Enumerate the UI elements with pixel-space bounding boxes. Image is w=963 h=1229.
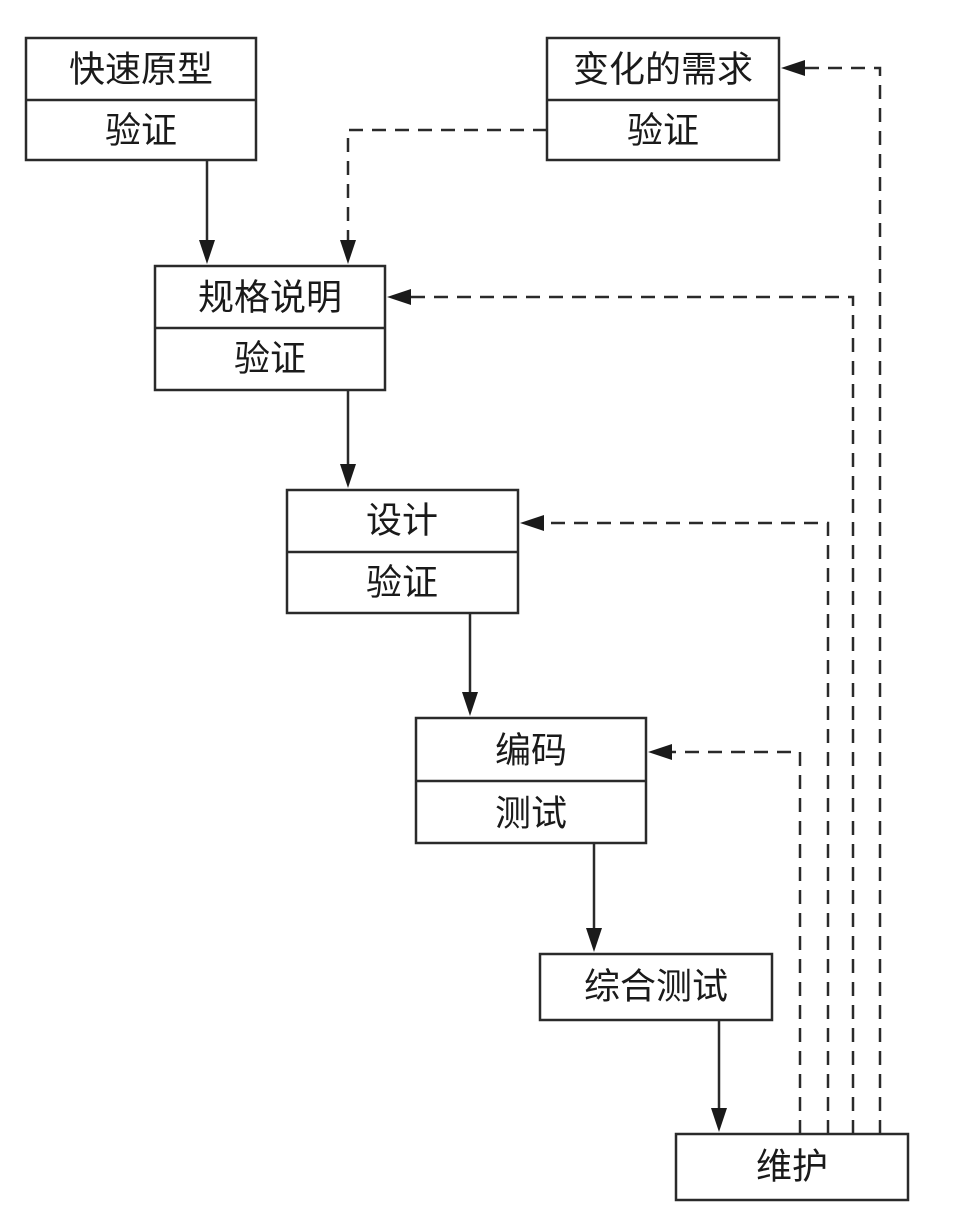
specification-title: 规格说明 xyxy=(198,278,342,319)
changing-requirements-box: 变化的需求 验证 xyxy=(545,36,781,162)
rapid-prototype-title: 快速原型 xyxy=(69,50,213,91)
integration-testing-title: 综合测试 xyxy=(584,967,728,1008)
design-box: 设计 验证 xyxy=(285,488,520,615)
feedback-arrow-requirements-to-spec xyxy=(340,128,547,264)
feedback-arrow-maintenance-to-requirements xyxy=(781,60,882,1134)
flow-arrow-integration-to-maintenance xyxy=(711,1020,727,1132)
rapid-prototype-box: 快速原型 验证 xyxy=(24,36,258,162)
feedback-arrow-maintenance-to-design xyxy=(520,515,830,1134)
feedback-arrow-maintenance-to-spec xyxy=(387,289,855,1134)
flow-arrow-spec-to-design xyxy=(340,390,356,488)
maintenance-box: 维护 xyxy=(674,1132,910,1202)
flow-arrow-coding-to-integration xyxy=(586,843,602,952)
specification-verify-label: 验证 xyxy=(234,339,306,380)
integration-testing-box: 综合测试 xyxy=(538,952,774,1022)
changing-requirements-verify-label: 验证 xyxy=(627,111,699,152)
coding-box: 编码 测试 xyxy=(414,716,648,845)
rapid-prototype-verify-label: 验证 xyxy=(105,111,177,152)
flow-arrow-design-to-coding xyxy=(462,613,478,716)
coding-test-label: 测试 xyxy=(495,794,567,835)
coding-title: 编码 xyxy=(495,731,567,772)
feedback-arrow-maintenance-to-coding xyxy=(648,744,802,1134)
maintenance-title: 维护 xyxy=(756,1147,828,1188)
design-title: 设计 xyxy=(366,501,438,542)
specification-box: 规格说明 验证 xyxy=(153,264,387,392)
flow-arrow-prototype-to-spec xyxy=(199,160,215,264)
design-verify-label: 验证 xyxy=(366,563,438,604)
changing-requirements-title: 变化的需求 xyxy=(573,50,753,91)
